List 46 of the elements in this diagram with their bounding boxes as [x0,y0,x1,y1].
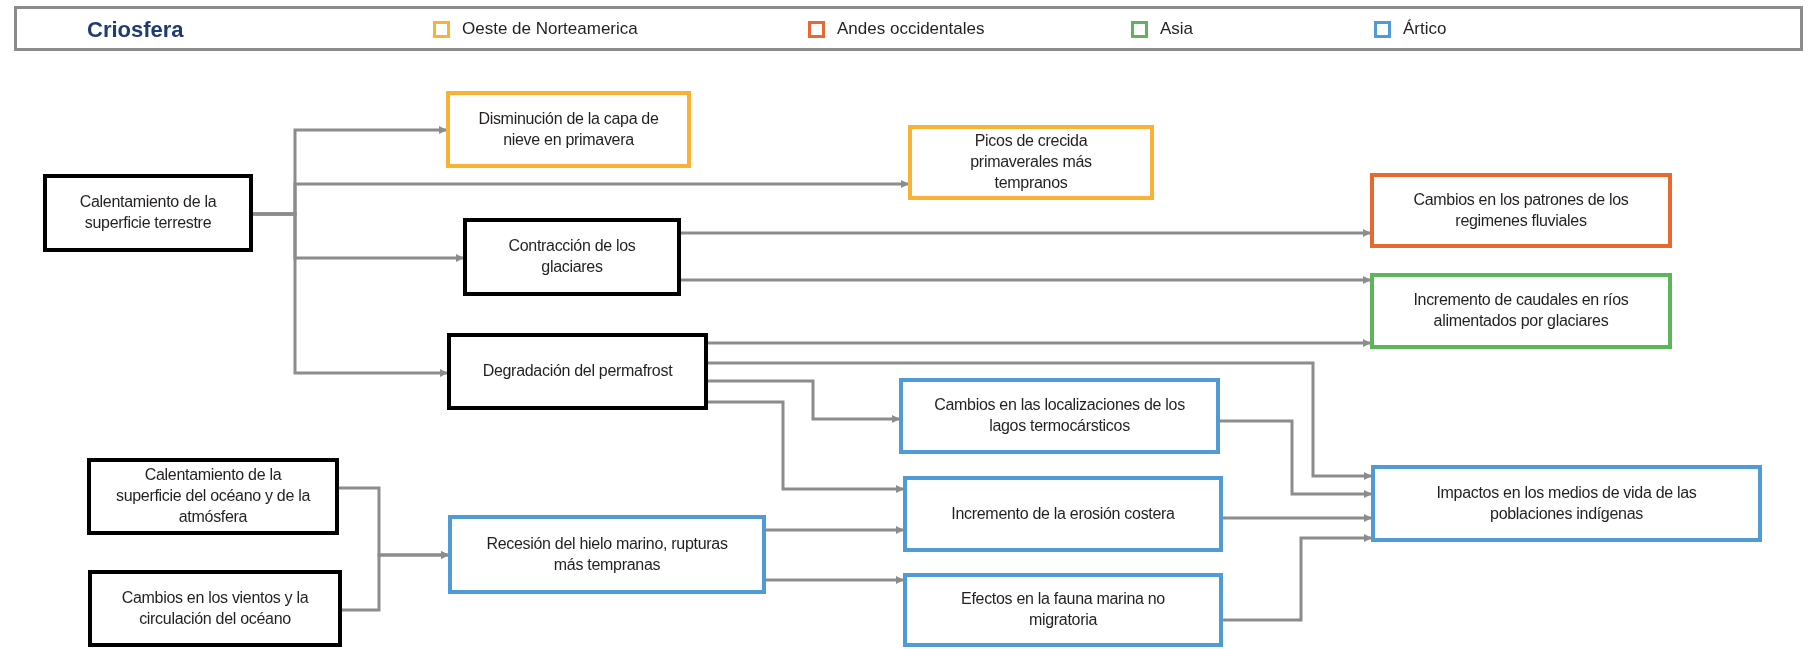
process-box [448,515,766,594]
arrow [708,379,900,423]
arrow [766,576,904,584]
box-label: Incremento de la erosión costera [951,503,1175,524]
arrow [766,526,904,534]
box-label: Cambios en los patrones de los regimenes fluviales [1412,189,1630,231]
legend-label: Oeste de Norteamerica [462,19,638,39]
arrow [342,551,449,612]
arrow [708,361,1372,480]
legend-label: Asia [1160,19,1194,39]
process-box [463,218,681,296]
process-box [87,458,339,535]
box-label: Impactos en los medios de vida de las poblaciones indígenas [1435,482,1698,524]
box-label: Efectos en la fauna marina no migratoria [960,589,1166,630]
process-box [446,91,691,168]
box-label: Calentamiento de la superficie del océano y de la atmósfera [114,465,312,527]
arrow [708,339,1371,347]
box-label: Incremento de caudales en ríos alimentados por glaciares [1412,290,1630,331]
process-box [908,125,1154,200]
box-label: Cambios en los vientos y la circulación del océano [120,587,310,629]
process-box [1370,273,1672,349]
legend-label: Ártico [1403,19,1447,39]
process-box [88,570,342,647]
legend-label: Andes occidentales [837,19,985,39]
process-box [903,573,1223,647]
box-label: Recesión del hielo marino, rupturas más tempranas [485,533,729,575]
process-box [43,174,253,252]
arrow [681,276,1371,284]
arrow [1223,534,1372,622]
box-label: Picos de crecida primaverales más tempranos [969,131,1093,193]
arrow [708,400,904,493]
box-label: Degradación del permafrost [482,361,673,382]
box-label: Contracción de los glaciares [507,236,637,277]
arrow [253,212,448,377]
process-box [903,476,1223,552]
box-label: Cambios en las localizaciones de los lagos termocársticos [933,395,1186,436]
arrow [1220,419,1372,498]
arrow [1223,514,1372,522]
box-label: Calentamiento de la superficie terrestre [78,192,218,233]
process-box [1370,173,1672,248]
process-box [1371,465,1762,542]
title: Criosfera [87,17,184,43]
process-box [447,333,708,410]
box-label: Disminución de la capa de nieve en primavera [477,108,660,150]
process-box [899,378,1220,454]
arrow [681,229,1371,237]
